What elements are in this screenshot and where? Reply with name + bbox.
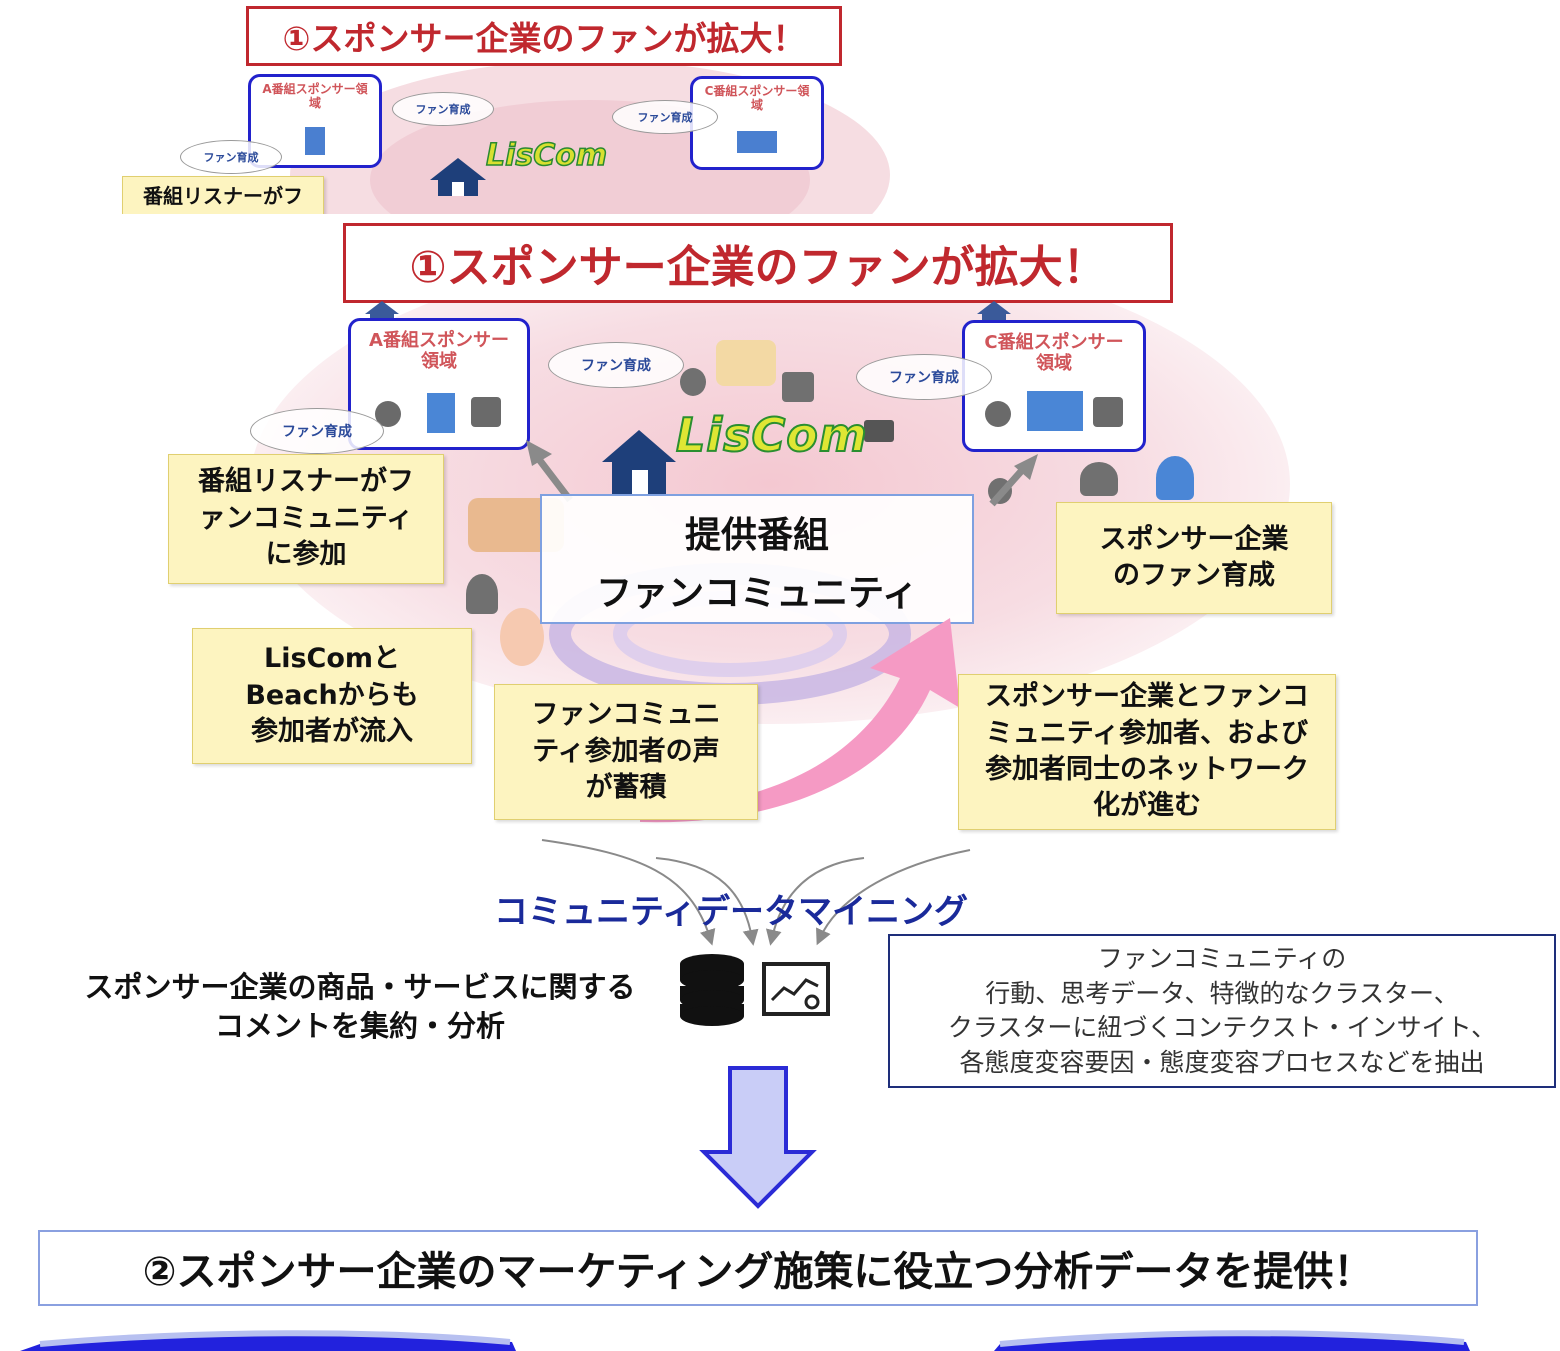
- top-fan-tag-2: ファン育成: [612, 100, 718, 134]
- question-person-icon: [466, 574, 498, 614]
- top-preview: ①スポンサー企業のファンが拡大！ A番組スポンサー領域 C番組スポンサー領域 フ…: [0, 0, 1560, 214]
- meeting-icon: [1093, 397, 1123, 427]
- note-listener: 番組リスナーがファンコミュニティに参加: [168, 454, 444, 584]
- top-fan-tag-3: ファン育成: [180, 140, 282, 174]
- note-voices: ファンコミュニティ参加者の声が蓄積: [494, 684, 758, 820]
- sponsor-a-label: A番組スポンサー領域: [369, 330, 509, 372]
- main-title: ①スポンサー企業のファンが拡大！: [343, 223, 1173, 303]
- sponsor-a-box: A番組スポンサー領域: [348, 318, 530, 450]
- top-sponsor-c-label: C番組スポンサー領域: [704, 84, 810, 112]
- fan-tag-3: ファン育成: [250, 408, 384, 454]
- center-box-line1: 提供番組: [684, 515, 829, 556]
- consultation-illustration: [716, 340, 776, 386]
- mining-left-line2: コメントを集約・分析: [214, 1009, 505, 1044]
- extraction-box: ファンコミュニティの 行動、思考データ、特徴的なクラスター、 クラスターに紐づく…: [888, 934, 1556, 1088]
- center-box-line2: ファンコミュニティ: [596, 573, 918, 614]
- building-icon: [737, 131, 777, 153]
- meeting-icon: [471, 397, 501, 427]
- house-icon: [430, 158, 486, 196]
- girl-with-radio-illustration: [500, 608, 544, 666]
- location-people-icon: [1080, 462, 1118, 496]
- top-liscom-logo: LisCom: [485, 137, 608, 174]
- extraction-line-4: 各態度変容要因・態度変容プロセスなどを抽出: [959, 1047, 1485, 1077]
- database-icon: [680, 954, 744, 1026]
- bottom-title: ②スポンサー企業のマーケティング施策に役立つ分析データを提供！: [38, 1230, 1478, 1306]
- mining-left-line1: スポンサー企業の商品・サービスに関する: [84, 970, 636, 1004]
- arrow-to-sponsor-a: [526, 440, 573, 503]
- growth-arrow: [640, 618, 960, 823]
- top-preview-note: 番組リスナーがフ: [122, 176, 324, 214]
- top-fan-tag-1: ファン育成: [392, 92, 494, 126]
- liscom-logo: LisCom: [675, 407, 868, 463]
- mining-title: コミュニティデータマイニング: [494, 892, 968, 932]
- radio-icon: [864, 420, 894, 442]
- building-icon: [427, 393, 455, 433]
- people-icon: [985, 401, 1011, 427]
- fan-tag-1: ファン育成: [548, 342, 684, 388]
- sponsor-c-box: C番組スポンサー領域: [962, 320, 1146, 452]
- top-sponsor-a-label: A番組スポンサー領域: [262, 82, 368, 110]
- center-community-box: 提供番組 ファンコミュニティ: [540, 494, 974, 624]
- note-sponsor-fan: スポンサー企業のファン育成: [1056, 502, 1332, 614]
- arrow-to-sponsor-c: [989, 454, 1038, 507]
- people-icon: [680, 368, 706, 396]
- building-icon: [1027, 391, 1083, 431]
- meeting-icon: [782, 372, 814, 402]
- analytics-board-icon: [762, 962, 830, 1016]
- mining-left-text: スポンサー企業の商品・サービスに関する コメントを集約・分析: [50, 968, 670, 1046]
- converging-arrows: [541, 839, 971, 946]
- sponsor-c-label: C番組スポンサー領域: [984, 332, 1124, 374]
- extraction-line-3: クラスターに紐づくコンテクスト・インサイト、: [947, 1013, 1497, 1042]
- extraction-line-1: ファンコミュニティの: [1097, 944, 1347, 973]
- extraction-line-2: 行動、思考データ、特徴的なクラスター、: [985, 978, 1459, 1008]
- note-network: スポンサー企業とファンコミュニティ参加者、および参加者同士のネットワーク化が進む: [958, 674, 1336, 830]
- building-icon: [305, 127, 325, 155]
- fan-tag-2: ファン育成: [856, 354, 992, 400]
- home-icon: [602, 430, 676, 496]
- top-preview-title: ①スポンサー企業のファンが拡大！: [246, 6, 842, 66]
- person-at-desk-illustration: [1156, 456, 1194, 500]
- down-arrow: [699, 1066, 817, 1209]
- bottom-cropped-shapes: [20, 1330, 1470, 1351]
- note-inflow: LisComとBeachからも参加者が流入: [192, 628, 472, 764]
